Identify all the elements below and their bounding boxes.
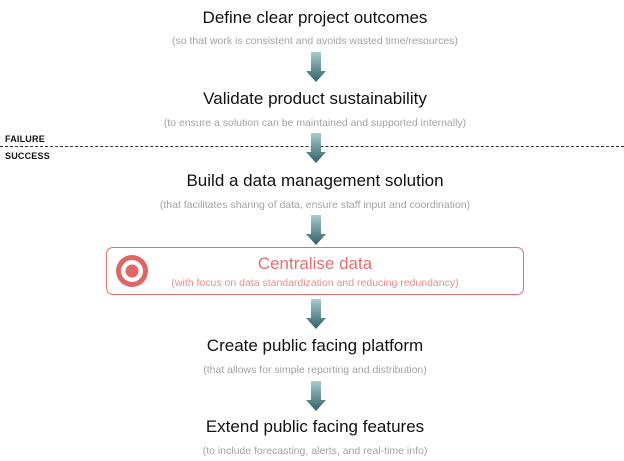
down-arrow-icon <box>306 381 326 411</box>
failure-label: FAILURE <box>5 134 45 144</box>
down-arrow-icon <box>306 215 326 245</box>
step-6-title: Extend public facing features <box>205 417 425 436</box>
down-arrow-icon <box>306 133 326 163</box>
down-arrow-icon <box>306 299 326 329</box>
highlighted-step: Centralise data (with focus on data stan… <box>106 247 524 295</box>
step-6-subtitle: (to include forecasting, alerts, and rea… <box>202 445 428 457</box>
step-5-subtitle: (that allows for simple reporting and di… <box>203 364 427 376</box>
step-1-subtitle: (so that work is consistent and avoids w… <box>172 35 458 47</box>
step-3-title: Build a data management solution <box>186 171 444 190</box>
step-5: Create public facing platform (that allo… <box>0 336 624 377</box>
step-3-subtitle: (that facilitates sharing of data, ensur… <box>159 199 471 211</box>
down-arrow-icon <box>306 52 326 82</box>
step-4-title: Centralise data <box>257 254 373 273</box>
step-1: Define clear project outcomes (so that w… <box>0 8 624 48</box>
step-4-subtitle: (with focus on data standardization and … <box>171 277 459 289</box>
step-5-title: Create public facing platform <box>206 336 424 355</box>
step-1-title: Define clear project outcomes <box>202 8 428 27</box>
step-2-title: Validate product sustainability <box>203 89 427 108</box>
step-6: Extend public facing features (to includ… <box>0 417 624 458</box>
step-2: Validate product sustainability (to ensu… <box>0 89 624 130</box>
target-icon <box>116 255 148 287</box>
step-3: Build a data management solution (that f… <box>0 171 624 212</box>
step-2-subtitle: (to ensure a solution can be maintained … <box>163 117 467 129</box>
success-label: SUCCESS <box>5 151 50 161</box>
